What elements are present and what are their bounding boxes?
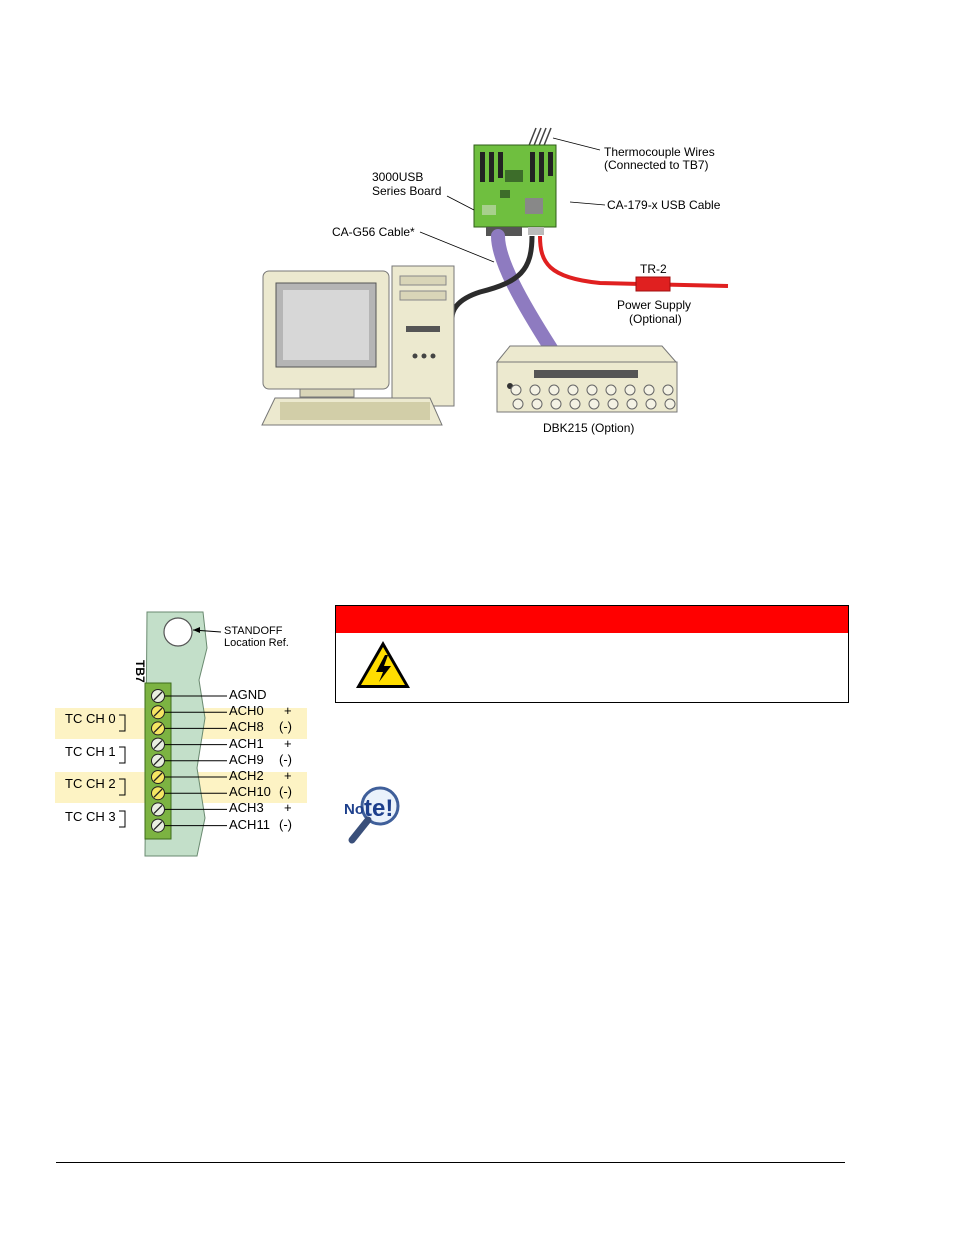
- pin-label-ach1: ACH1: [229, 735, 264, 751]
- pin-polarity: +: [284, 703, 292, 719]
- screw-slot: [153, 821, 163, 831]
- pin-label-ach9: ACH9: [229, 751, 264, 767]
- bnc-connector: [531, 398, 543, 410]
- pin-polarity: +: [284, 768, 292, 783]
- tr2-label: TR-2: [640, 262, 667, 276]
- board-label-line1: 3000USB: [372, 170, 424, 184]
- warning-box: [335, 605, 849, 703]
- standoff-label-line2: Location Ref.: [224, 637, 289, 649]
- usb-cable-label: CA-179-x USB Cable: [607, 198, 721, 212]
- thermo-leader-line: [552, 137, 601, 151]
- bnc-connector: [510, 384, 522, 396]
- channel-label-2: TC CH 2: [65, 776, 116, 792]
- power-supply-label-line2: (Optional): [629, 312, 682, 326]
- bnc-connector: [664, 398, 676, 410]
- pin-label-ach0: ACH0: [229, 703, 264, 719]
- screw-slot: [153, 740, 163, 750]
- pin-label-ach10: ACH10: [229, 784, 271, 800]
- high-voltage-warning-icon: [356, 641, 410, 688]
- pin-polarity: (-): [279, 751, 292, 767]
- svg-text:No: No: [344, 801, 364, 818]
- board-label-line2: Series Board: [372, 184, 442, 198]
- bnc-connector: [588, 398, 600, 410]
- bnc-connector: [569, 398, 581, 410]
- bnc-connector: [624, 384, 636, 396]
- ca-g56-cable: [491, 229, 559, 357]
- monitor: [262, 270, 390, 398]
- bnc-connector: [550, 398, 562, 410]
- tb7-terminal-diagram: [55, 611, 307, 857]
- thermocouple-label-line1: Thermocouple Wires: [604, 145, 715, 159]
- ca-g56-cable-label: CA-G56 Cable*: [332, 225, 415, 239]
- bnc-connector: [548, 384, 560, 396]
- keyboard: [261, 397, 443, 426]
- svg-text:te!: te!: [364, 795, 393, 822]
- warning-header-bar: [336, 606, 848, 633]
- footer-rule: [56, 1162, 845, 1163]
- pin-polarity: (-): [279, 719, 292, 735]
- bnc-connector: [512, 398, 524, 410]
- pin-label-ach2: ACH2: [229, 768, 264, 783]
- bnc-connector: [586, 384, 598, 396]
- pin-label-ach11: ACH11: [229, 816, 270, 832]
- pin-polarity: (-): [279, 816, 292, 832]
- screw-slot: [153, 772, 163, 782]
- standoff-label-line1: STANDOFF: [224, 625, 283, 637]
- bnc-connector: [607, 398, 619, 410]
- channel-label-1: TC CH 1: [65, 743, 116, 759]
- standoff-hole: [163, 617, 193, 647]
- screw-slot: [153, 788, 163, 798]
- bnc-connector: [662, 384, 674, 396]
- dbk215-label: DBK215 (Option): [543, 421, 635, 435]
- screw-slot: [153, 691, 163, 701]
- pin-label-ach3: ACH3: [229, 800, 264, 816]
- pin-polarity: +: [284, 735, 292, 751]
- pin-polarity: +: [284, 800, 292, 816]
- bnc-connector: [529, 384, 541, 396]
- channel-brackets: [119, 714, 126, 828]
- power-supply-label-line1: Power Supply: [617, 298, 692, 312]
- 3000usb-board: [473, 144, 557, 236]
- tb7-label: TB7: [133, 660, 147, 683]
- screw-slot: [153, 723, 163, 733]
- pin-label-ach8: ACH8: [229, 719, 264, 735]
- note-magnifier-icon: No te!: [344, 786, 400, 844]
- pin-polarity: (-): [279, 784, 292, 800]
- power-cable: [538, 235, 729, 288]
- pin-label-agnd: AGND: [229, 687, 267, 702]
- channel-label-0: TC CH 0: [65, 711, 116, 727]
- channel-label-3: TC CH 3: [65, 808, 116, 824]
- screw-slot: [153, 707, 163, 717]
- screw-slot: [153, 756, 163, 766]
- bnc-connector: [567, 384, 579, 396]
- pc-tower: [391, 265, 455, 407]
- tr2-connector: [635, 276, 671, 292]
- screw-slot: [153, 804, 163, 814]
- thermocouple-label-line2: (Connected to TB7): [604, 158, 709, 172]
- bnc-connector: [626, 398, 638, 410]
- bnc-connector: [645, 398, 657, 410]
- bnc-connector: [643, 384, 655, 396]
- bnc-connector: [605, 384, 617, 396]
- dbk215-connectors: [510, 384, 676, 410]
- system-connection-diagram: [261, 127, 729, 426]
